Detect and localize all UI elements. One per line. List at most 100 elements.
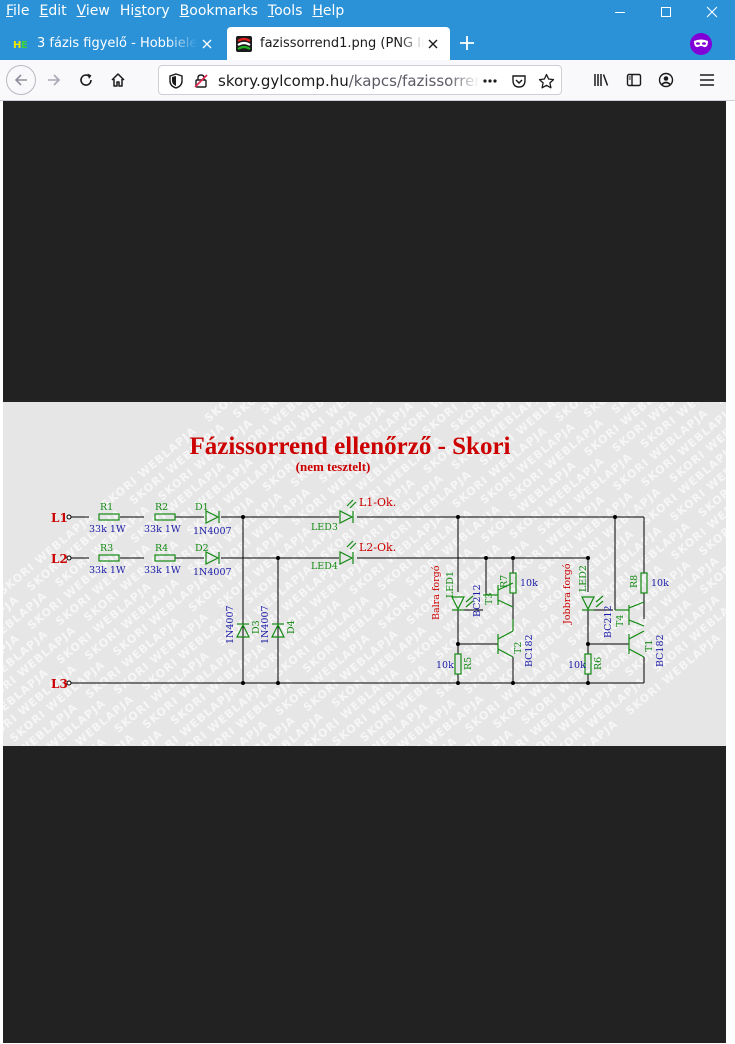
label-led4: LED4 — [311, 561, 338, 572]
label-t4: T4 — [615, 615, 626, 627]
value-r8: 10k — [651, 578, 669, 589]
menu-help[interactable]: Help — [312, 3, 345, 19]
menu-view[interactable]: View — [76, 3, 110, 19]
value-r4: 33k 1W — [144, 565, 181, 576]
component-symbols — [98, 499, 648, 675]
tab-hobbielektronika[interactable]: H E 3 fázis figyelő - Hobbielektronika — [4, 27, 224, 60]
junction-dots — [241, 515, 617, 685]
value-r2: 33k 1W — [144, 524, 181, 535]
url-bar[interactable]: skory.gylcomp.hu/kapcs/fazissorrend1.png — [158, 65, 562, 95]
label-l2: L2 — [51, 552, 68, 566]
label-d1: D1 — [195, 502, 209, 513]
library-button[interactable] — [588, 66, 616, 94]
insecure-lock-icon[interactable] — [192, 72, 210, 90]
arrow-left-icon — [14, 74, 27, 86]
value-r1: 33k 1W — [89, 524, 126, 535]
home-icon — [111, 73, 125, 87]
label-r5: R5 — [463, 657, 474, 670]
url-text[interactable]: skory.gylcomp.hu/kapcs/fazissorrend1.png — [218, 72, 480, 90]
value-r3: 33k 1W — [89, 565, 126, 576]
value-t3: BC212 — [472, 584, 483, 617]
value-r5: 10k — [436, 660, 454, 671]
menu-tools[interactable]: Tools — [267, 3, 303, 19]
label-t3: T3 — [484, 593, 495, 605]
account-icon — [658, 72, 674, 88]
tab-title: 3 fázis figyelő - Hobbielektronika — [37, 36, 198, 51]
label-t2: T2 — [513, 642, 524, 654]
pocket-icon — [512, 75, 526, 88]
star-icon — [538, 73, 554, 88]
maximize-button[interactable] — [643, 0, 689, 24]
schematic-subtitle: (nem tesztelt) — [296, 459, 371, 474]
label-l1-ok: L1-Ok. — [359, 496, 396, 509]
page-actions-button[interactable] — [481, 72, 499, 90]
plus-icon — [460, 36, 474, 50]
label-led1: LED1 — [445, 571, 456, 598]
sidebar-button[interactable] — [620, 66, 648, 94]
reload-icon — [80, 73, 92, 86]
pocket-button[interactable] — [510, 72, 528, 90]
skory-favicon-icon — [236, 35, 252, 52]
label-r4: R4 — [155, 543, 168, 554]
bookmark-star-button[interactable] — [537, 72, 555, 90]
label-balra-forgo: Balra forgó — [431, 565, 442, 620]
back-button[interactable] — [6, 65, 36, 95]
window-controls — [597, 0, 735, 24]
title-bar: File Edit View History Bookmarks Tools H… — [0, 0, 735, 24]
hamburger-icon — [700, 74, 714, 86]
value-d2: 1N4007 — [193, 567, 232, 578]
tab-title: fazissorrend1.png (PNG Image) — [260, 36, 424, 51]
app-menu-button[interactable] — [693, 66, 721, 94]
label-l3: L3 — [51, 677, 68, 691]
shield-icon[interactable] — [167, 72, 185, 90]
label-d2: D2 — [195, 543, 209, 554]
label-led3: LED3 — [311, 522, 338, 533]
label-r8: R8 — [629, 575, 640, 588]
new-tab-button[interactable] — [456, 32, 478, 54]
forward-button[interactable] — [40, 66, 68, 94]
sidebar-icon — [626, 73, 642, 87]
label-r6: R6 — [593, 657, 604, 670]
schematic-title: Fázissorrend ellenőrző - Skori — [189, 433, 510, 460]
menu-history[interactable]: History — [119, 3, 170, 19]
menu-bar: File Edit View History Bookmarks Tools H… — [6, 3, 344, 20]
value-d1: 1N4007 — [193, 526, 232, 537]
schematic-image[interactable]: SKORI WEBLAPJA SKORI WEBLAPJA SKORI WEBL… — [3, 402, 726, 746]
menu-edit[interactable]: Edit — [39, 3, 67, 19]
arrow-right-icon — [48, 74, 61, 86]
value-d3: 1N4007 — [225, 605, 236, 644]
menu-file[interactable]: File — [6, 3, 30, 19]
close-window-button[interactable] — [689, 0, 735, 24]
label-r7: R7 — [499, 575, 510, 588]
window-edge — [726, 101, 735, 1044]
navigation-toolbar: skory.gylcomp.hu/kapcs/fazissorrend1.png — [0, 60, 735, 101]
account-button[interactable] — [652, 66, 680, 94]
maximize-icon — [661, 7, 671, 17]
value-d4: 1N4007 — [260, 605, 271, 644]
label-t1: T1 — [644, 640, 655, 652]
tab-close-button[interactable] — [424, 35, 442, 53]
tab-fazissorrend[interactable]: fazissorrend1.png (PNG Image) — [227, 27, 450, 60]
value-r7: 10k — [520, 578, 538, 589]
value-t4: BC212 — [603, 605, 614, 638]
tab-close-button[interactable] — [198, 35, 216, 53]
svg-text:H: H — [13, 40, 21, 51]
label-r2: R2 — [155, 502, 168, 513]
label-d4: D4 — [286, 620, 297, 634]
label-jobbra-forgo: Jobbra forgó — [562, 563, 573, 625]
label-led2: LED2 — [578, 565, 589, 592]
reload-button[interactable] — [72, 66, 100, 94]
home-button[interactable] — [104, 66, 132, 94]
private-browsing-icon — [690, 33, 712, 55]
mask-icon — [694, 39, 708, 48]
label-l2-ok: L2-Ok. — [359, 541, 396, 554]
close-icon — [428, 39, 438, 48]
svg-text:E: E — [21, 40, 28, 51]
label-r3: R3 — [100, 543, 113, 554]
wires — [71, 516, 645, 684]
library-icon — [594, 74, 609, 86]
image-viewer: SKORI WEBLAPJA SKORI WEBLAPJA SKORI WEBL… — [3, 101, 726, 1043]
minimize-button[interactable] — [597, 0, 643, 24]
label-d3: D3 — [251, 620, 262, 634]
menu-bookmarks[interactable]: Bookmarks — [179, 3, 258, 19]
